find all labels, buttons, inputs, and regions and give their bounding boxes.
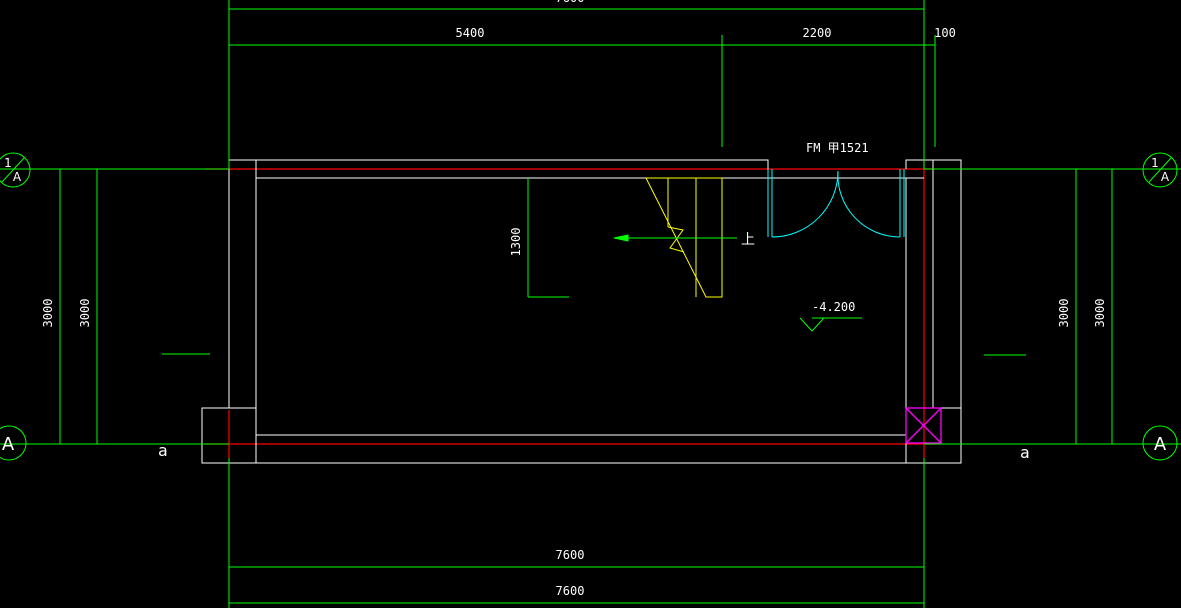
axis-bubble-right-top-num: 1 bbox=[1151, 156, 1159, 170]
dim-top-right: 100 bbox=[934, 26, 956, 40]
dim-left-inner: 3000 bbox=[78, 299, 92, 328]
door-code-label: FM 甲1521 bbox=[806, 141, 869, 155]
axis-bubble-left-top-den: A bbox=[13, 170, 22, 184]
dim-right-outer: 3000 bbox=[1093, 299, 1107, 328]
dim-top-left: 5400 bbox=[456, 26, 485, 40]
axis-bubble-right-bottom: A bbox=[1154, 434, 1167, 455]
axis-bubble-left-bottom: A bbox=[2, 434, 15, 455]
dim-stair-depth: 1300 bbox=[509, 228, 523, 257]
dim-bottom-outer: 7600 bbox=[556, 584, 585, 598]
elevation-label: -4.200 bbox=[812, 300, 855, 314]
axis-bubble-right-top-den: A bbox=[1161, 170, 1170, 184]
dim-top-overall: 7600 bbox=[556, 0, 585, 5]
dim-bottom-inner: 7600 bbox=[556, 548, 585, 562]
section-label-left: a bbox=[158, 441, 168, 460]
column-cross bbox=[905, 407, 942, 444]
door-symbol bbox=[767, 169, 905, 238]
dim-left-outer: 3000 bbox=[41, 299, 55, 328]
dim-top-middle: 2200 bbox=[803, 26, 832, 40]
section-label-right: a bbox=[1020, 443, 1030, 462]
wall-top-outer bbox=[228, 159, 769, 408]
stair-up-label: 上 bbox=[741, 232, 755, 248]
dim-right-inner: 3000 bbox=[1057, 299, 1071, 328]
axis-bubble-left-top-num: 1 bbox=[4, 156, 12, 170]
